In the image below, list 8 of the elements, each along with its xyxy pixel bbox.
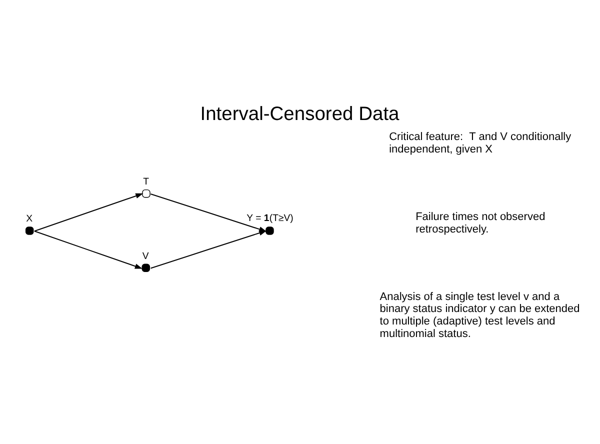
label: Analysis of a single test level v and a binary status indicator y can be extended to multiple (adaptive) test levels and multinomial status. (380, 290, 580, 340)
label: Critical feature: T and V conditionally independent, given X (389, 130, 572, 156)
node-label: T (143, 176, 150, 187)
diagram-title: Interval-Censored Data (200, 103, 400, 124)
label: Failure times not observed retrospectively. (416, 210, 546, 235)
node-label: V (142, 250, 149, 262)
node-label: Y = 1(T≥V) (246, 212, 294, 224)
node-label: X (26, 213, 33, 224)
